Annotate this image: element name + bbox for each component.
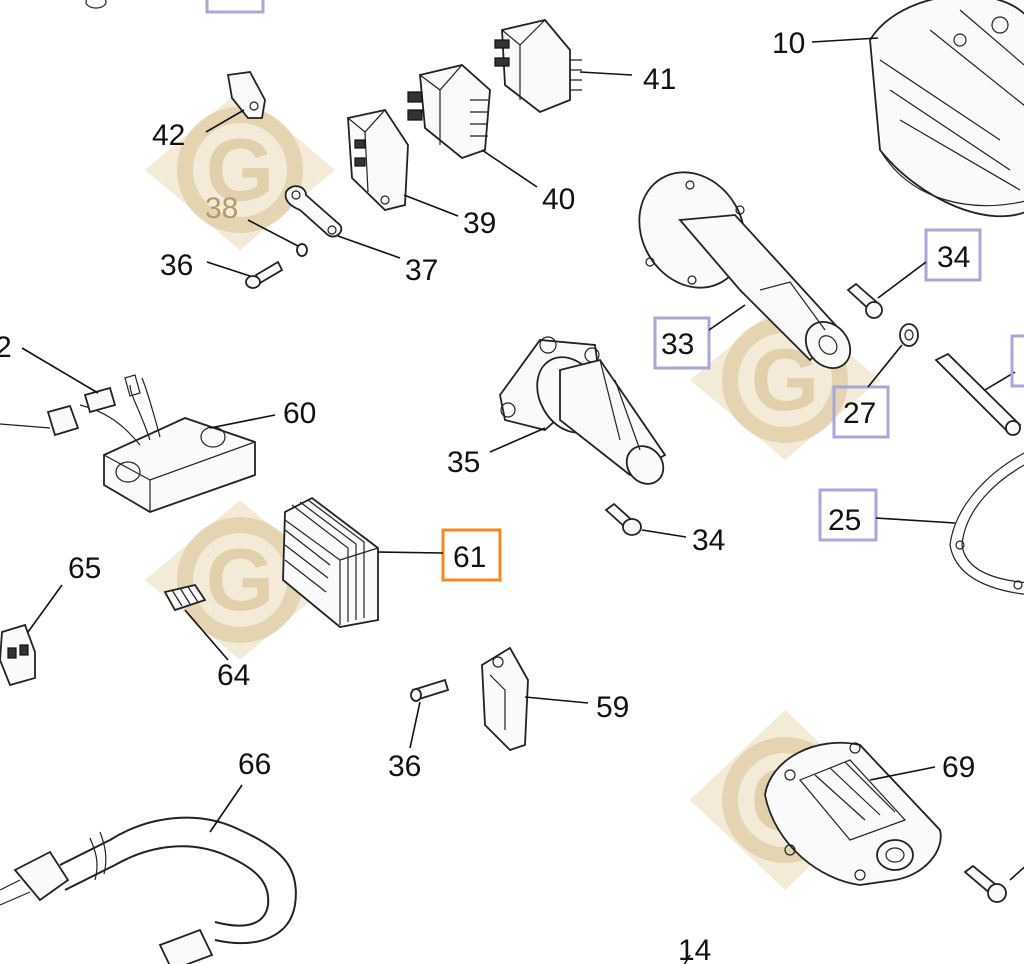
part-65-plug[interactable] <box>0 623 36 687</box>
callout-37[interactable]: 37 <box>405 254 438 287</box>
callout-36[interactable]: 36 <box>160 249 193 282</box>
callout-box-partial <box>1010 334 1024 388</box>
callout-61[interactable]: 61 <box>453 541 486 574</box>
svg-text:G: G <box>206 120 274 219</box>
callout-34-lower[interactable]: 34 <box>692 524 725 557</box>
part-64-connector[interactable] <box>163 583 207 612</box>
callout-box-34 <box>924 228 982 282</box>
part-36-screw[interactable] <box>245 260 284 289</box>
part-37-bracket[interactable] <box>284 185 343 238</box>
part-41-connector[interactable] <box>494 18 582 114</box>
callout-40[interactable]: 40 <box>542 183 575 216</box>
part-25-gasket[interactable] <box>949 450 1024 595</box>
part-10-flywheel[interactable] <box>869 0 1024 218</box>
part-61-heatsink[interactable] <box>282 496 379 628</box>
callout-10[interactable]: 10 <box>772 27 805 60</box>
part-36-pin-lower[interactable] <box>410 678 450 702</box>
part-42-clip[interactable] <box>226 71 266 119</box>
callout-box-61-selected <box>441 528 502 582</box>
callout-25[interactable]: 25 <box>828 504 861 537</box>
part-pin[interactable] <box>934 352 1022 436</box>
callout-35[interactable]: 35 <box>447 446 480 479</box>
reference-box-partial <box>205 0 265 14</box>
callout-41[interactable]: 41 <box>643 63 676 96</box>
part-fragment <box>85 0 107 9</box>
callout-box-33 <box>653 316 711 370</box>
callout-14[interactable]: 14 <box>678 934 711 964</box>
part-27-washer[interactable] <box>899 323 919 347</box>
callout-66[interactable]: 66 <box>238 748 271 781</box>
callout-69[interactable]: 69 <box>942 751 975 784</box>
part-35-coupling[interactable] <box>499 336 671 491</box>
callout-42[interactable]: 42 <box>152 119 185 152</box>
callout-59[interactable]: 59 <box>596 691 629 724</box>
watermark-logo: G <box>145 90 335 250</box>
callout-box-27 <box>832 385 890 439</box>
callout-33[interactable]: 33 <box>661 328 694 361</box>
callout-27[interactable]: 27 <box>843 397 876 430</box>
part-34-bolt-lower[interactable] <box>604 502 642 536</box>
part-69-housing[interactable] <box>764 741 942 886</box>
part-38-washer[interactable] <box>296 243 308 257</box>
callout-60[interactable]: 60 <box>283 397 316 430</box>
callout-34-top[interactable]: 34 <box>937 241 970 274</box>
callout-65[interactable]: 65 <box>68 552 101 585</box>
part-60-regulator[interactable] <box>0 374 256 513</box>
part-bolt-lower-right[interactable] <box>963 864 1007 903</box>
callout-2[interactable]: 2 <box>0 331 12 364</box>
part-34-bolt[interactable] <box>846 282 883 319</box>
part-40-module[interactable] <box>407 64 491 160</box>
callout-39[interactable]: 39 <box>463 207 496 240</box>
callout-64[interactable]: 64 <box>217 659 250 692</box>
callout-36-lower[interactable]: 36 <box>388 750 421 783</box>
part-33-shaft-flange[interactable] <box>619 153 860 377</box>
svg-text:G: G <box>206 530 274 629</box>
part-59-module[interactable] <box>481 646 529 752</box>
callout-38[interactable]: 38 <box>205 192 238 225</box>
part-39-rectifier[interactable] <box>347 108 409 211</box>
part-66-harness[interactable] <box>0 816 297 964</box>
callout-box-25 <box>818 488 878 542</box>
